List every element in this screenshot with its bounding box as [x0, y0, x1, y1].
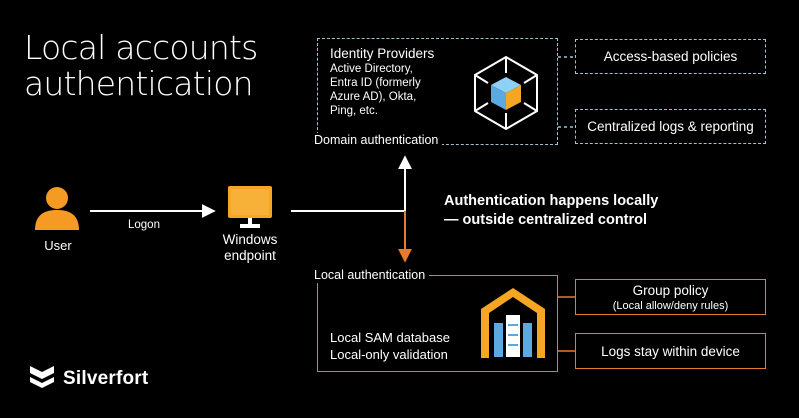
page-title: Local accounts authentication	[24, 30, 284, 102]
callout-line-2: — outside centralized control	[444, 212, 648, 228]
local-sam-line-2: Local-only validation	[330, 347, 448, 362]
monitor-icon	[228, 186, 272, 228]
group-policy-box: Group policy (Local allow/deny rules)	[575, 279, 766, 315]
domain-authentication-label: Domain authentication	[310, 133, 443, 148]
logs-within-device-label: Logs stay within device	[601, 343, 740, 359]
group-policy-sub-label: (Local allow/deny rules)	[612, 299, 729, 312]
windows-endpoint-label: Windows endpoint	[214, 232, 286, 264]
local-authentication-label: Local authentication	[310, 268, 430, 283]
identity-providers-text: Identity Providers Active Directory, Ent…	[330, 45, 434, 118]
user-label: User	[44, 238, 72, 253]
logs-within-device-box: Logs stay within device	[575, 333, 766, 369]
user-icon	[35, 187, 79, 230]
identity-providers-title: Identity Providers	[330, 46, 435, 61]
centralized-logs-label: Centralized logs & reporting	[587, 119, 754, 134]
local-sam-text: Local SAM database Local-only validation	[330, 329, 450, 363]
local-auth-callout: Authentication happens locally — outside…	[444, 192, 658, 230]
logon-label: Logon	[128, 219, 160, 231]
local-sam-line-1: Local SAM database	[330, 330, 450, 345]
centralized-logs-box: Centralized logs & reporting	[575, 109, 766, 144]
idp-item: Azure AD), Okta,	[330, 91, 417, 103]
idp-item: Entra ID (formerly	[330, 77, 421, 89]
access-based-policies-box: Access-based policies	[575, 39, 766, 74]
access-based-policies-label: Access-based policies	[603, 49, 738, 64]
callout-line-1: Authentication happens locally	[444, 193, 659, 209]
brand-name: Silverfort	[63, 368, 149, 389]
title-line-1: Local accounts	[24, 28, 258, 67]
identity-cube-icon	[474, 55, 538, 131]
group-policy-label: Group policy	[632, 282, 709, 298]
windows-label-line-2: endpoint	[224, 248, 276, 263]
idp-item: Active Directory,	[330, 63, 413, 75]
sam-database-icon	[481, 288, 545, 358]
windows-label-line-1: Windows	[222, 232, 278, 247]
local-authentication-box	[317, 275, 558, 372]
idp-item: Ping, etc.	[330, 105, 378, 117]
silverfort-logo-icon	[30, 366, 54, 388]
title-line-2: authentication	[24, 64, 254, 103]
